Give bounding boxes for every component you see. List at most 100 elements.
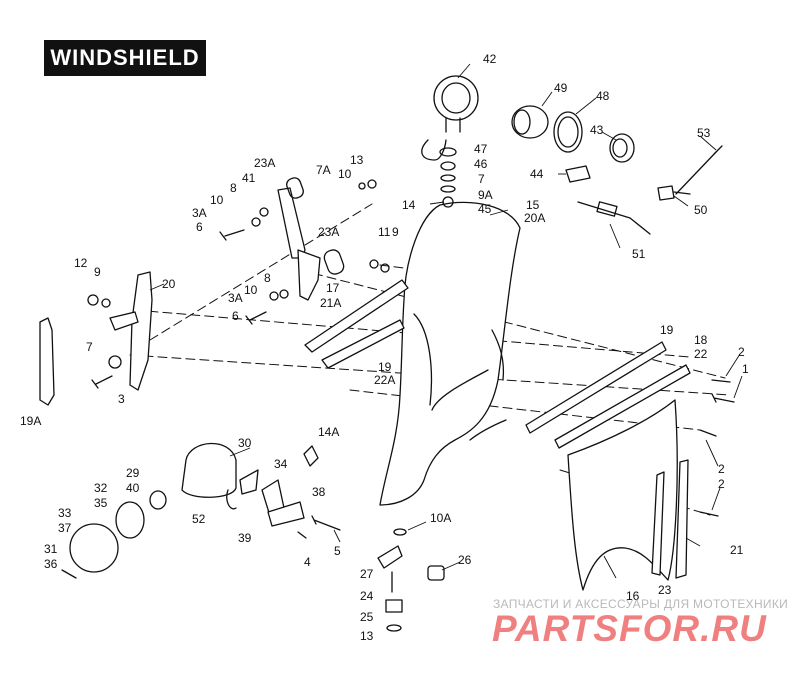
bulb-29 — [149, 490, 167, 510]
bracket-41 — [277, 187, 306, 259]
callout-12: 12 — [74, 256, 88, 270]
headlamp-42 — [433, 75, 479, 121]
windshield-upper — [379, 201, 521, 506]
callout-9a-top: 9A — [478, 188, 493, 202]
bracket-20 — [129, 271, 153, 391]
lens-33 — [69, 523, 119, 573]
callout-20: 20 — [162, 277, 176, 291]
connector-50 — [657, 185, 675, 201]
washer-7-left — [108, 355, 122, 369]
callout-22a: 22A — [374, 373, 395, 387]
callout-2-a: 2 — [738, 345, 745, 359]
clip-14a — [303, 445, 319, 467]
leader-lines — [149, 63, 743, 579]
spacer-23a-upper — [286, 177, 304, 199]
washer-13-top — [367, 179, 377, 189]
bracket-34 — [239, 469, 259, 495]
housing-30 — [181, 442, 237, 498]
strip-19-right — [525, 341, 667, 434]
bolt-3 — [91, 375, 113, 389]
callout-19a: 19A — [20, 414, 41, 428]
callout-39: 39 — [238, 531, 252, 545]
callout-22: 22 — [694, 347, 708, 361]
callout-33: 33 — [58, 506, 72, 520]
washer-7-top — [440, 174, 456, 182]
strip-17-21a — [304, 279, 409, 353]
washer-8-upper — [259, 207, 269, 217]
callout-labels: 42 49 48 43 53 47 46 7 9A 45 14 15 20A 4… — [20, 52, 749, 643]
wire-51 — [577, 201, 651, 235]
callout-15: 15 — [526, 198, 540, 212]
bracket-19a — [39, 317, 55, 406]
callout-31: 31 — [44, 542, 58, 556]
callout-3a-mid: 3A — [228, 291, 243, 305]
callout-42: 42 — [483, 52, 497, 66]
callout-37: 37 — [58, 521, 72, 535]
callout-19-right: 19 — [660, 323, 674, 337]
nut-12 — [87, 294, 99, 306]
bracket-44 — [565, 165, 591, 183]
callout-10-mid: 10 — [338, 167, 352, 181]
callout-52: 52 — [192, 512, 206, 526]
callout-16: 16 — [626, 589, 640, 603]
callout-34: 34 — [274, 457, 288, 471]
callout-41: 41 — [242, 171, 256, 185]
callout-23a-mid: 23A — [318, 225, 339, 239]
callout-9-left: 9 — [94, 265, 101, 279]
callout-25: 25 — [360, 610, 374, 624]
callout-10-low: 10 — [244, 283, 258, 297]
callout-23a-top: 23A — [254, 156, 275, 170]
callout-43: 43 — [590, 123, 604, 137]
bolt-2c — [699, 511, 719, 517]
callout-9-mid: 9 — [392, 225, 399, 239]
bolt-5 — [311, 515, 341, 531]
washer-13-bottom — [386, 624, 402, 632]
windshield-inner-left — [413, 313, 433, 406]
callout-7-left: 7 — [86, 340, 93, 354]
callout-18: 18 — [694, 333, 708, 347]
callout-11: 11 — [378, 225, 391, 239]
callout-38: 38 — [312, 485, 326, 499]
callout-49: 49 — [554, 81, 568, 95]
spacer-25 — [385, 599, 403, 613]
callout-8-mid: 8 — [264, 271, 271, 285]
bolt-1 — [711, 393, 735, 403]
callout-7-top: 7 — [478, 172, 485, 186]
callout-1: 1 — [742, 362, 749, 376]
callout-40: 40 — [126, 481, 140, 495]
callout-35: 35 — [94, 496, 108, 510]
watermark-logo: PARTSFOR.RU — [492, 608, 767, 649]
callout-17: 17 — [326, 281, 340, 295]
callout-13-bottom: 13 — [360, 629, 374, 643]
callout-10a: 10A — [430, 511, 451, 525]
washer-9a-top — [440, 185, 456, 193]
callout-45: 45 — [478, 202, 492, 216]
callout-3: 3 — [118, 392, 125, 406]
callout-51: 51 — [632, 247, 646, 261]
callout-13-top: 13 — [350, 153, 364, 167]
gasket-32 — [115, 501, 145, 539]
bracket-20-arm — [109, 311, 139, 331]
callout-53: 53 — [697, 126, 711, 140]
callout-20a: 20A — [524, 211, 545, 225]
strip-23 — [651, 471, 665, 576]
switch-53 — [675, 145, 723, 195]
callout-44: 44 — [530, 167, 544, 181]
strip-21 — [675, 459, 689, 579]
callout-50: 50 — [694, 203, 708, 217]
rim-48 — [553, 111, 583, 153]
cap-26 — [427, 565, 445, 581]
washer-9-mid — [380, 263, 390, 273]
callout-10-top: 10 — [210, 193, 224, 207]
callout-21a: 21A — [320, 296, 341, 310]
bolt-6-upper — [219, 229, 245, 241]
washer-10-lower — [269, 291, 279, 301]
callout-30: 30 — [238, 436, 252, 450]
callout-5: 5 — [334, 544, 341, 558]
nut-11 — [369, 259, 379, 269]
callout-24: 24 — [360, 589, 374, 603]
nut-4 — [297, 531, 307, 539]
diagram-title: WINDSHIELD — [44, 40, 206, 76]
washer-9-left — [101, 298, 111, 308]
